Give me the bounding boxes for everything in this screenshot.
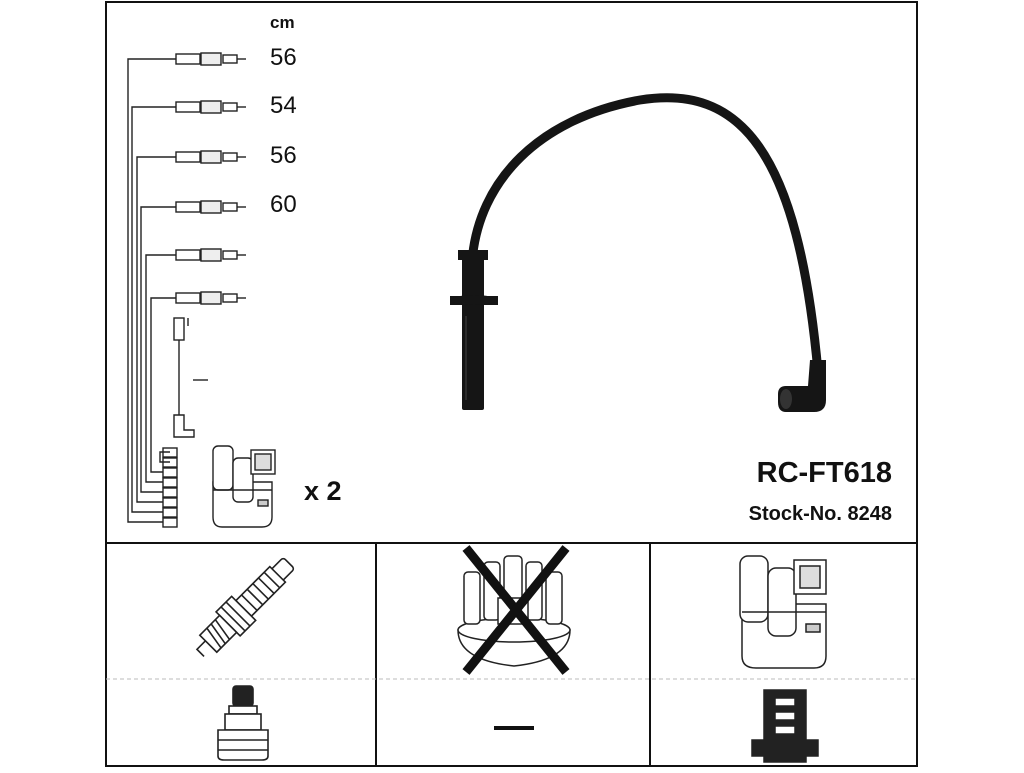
not-applicable-cross (462, 545, 570, 675)
plug-boot-connector-icon (217, 685, 269, 761)
lead-length-4: 60 (270, 191, 297, 218)
coil-connector-icon (751, 689, 819, 763)
ignition-coil-large-icon (739, 555, 827, 669)
spark-plug-icon (195, 557, 295, 657)
coil-quantity: x 2 (304, 476, 342, 506)
ignition-coil-icon (212, 445, 276, 528)
ignition-lead-set-icon (127, 52, 246, 528)
unit-label: cm (270, 13, 295, 32)
lead-length-2: 54 (270, 92, 297, 119)
lead-length-3: 56 (270, 142, 297, 169)
lead-length-1: 56 (270, 44, 297, 71)
frame-lines (105, 1, 918, 767)
product-code: RC-FT618 (756, 457, 892, 489)
no-connector-dash (494, 726, 534, 730)
ignition-lead-detail (450, 93, 826, 412)
stock-number: Stock-No. 8248 (748, 503, 892, 525)
